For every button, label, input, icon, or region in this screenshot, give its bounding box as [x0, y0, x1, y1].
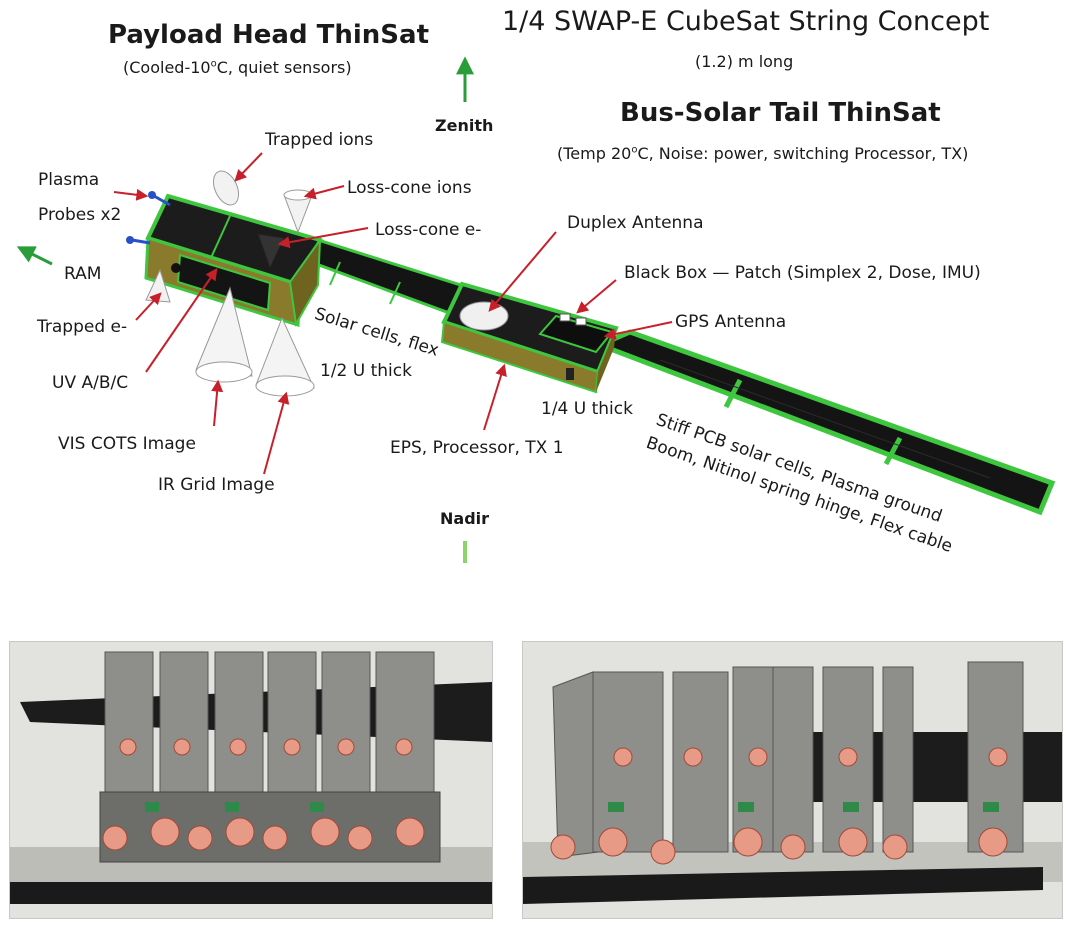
flex-solar-strip: [297, 238, 473, 316]
payload-head-subtitle: (Cooled-10oC, quiet sensors): [123, 58, 352, 77]
length-note: (1.2) m long: [695, 52, 794, 71]
label-vis-cots: VIS COTS Image: [58, 434, 196, 454]
label-duplex-antenna: Duplex Antenna: [567, 213, 704, 233]
annotation-arrows: [113, 152, 673, 475]
sensor-cones: [145, 170, 315, 397]
label-black-box: Black Box — Patch (Simplex 2, Dose, IMU): [624, 263, 981, 283]
photo-thinsats-stacked: [9, 641, 493, 919]
thinsat-string-diagram: [16, 56, 1056, 563]
nadir-label: Nadir: [440, 509, 490, 528]
ram-label: RAM: [64, 264, 102, 284]
payload-head-title: Payload Head ThinSat: [108, 20, 430, 50]
bus-tail-title: Bus-Solar Tail ThinSat: [620, 98, 941, 128]
label-ir-grid: IR Grid Image: [158, 475, 275, 495]
label-trapped-ions: Trapped ions: [265, 130, 374, 150]
label-plasma: Plasma: [38, 170, 100, 190]
zenith-label: Zenith: [435, 116, 494, 135]
label-gps-antenna: GPS Antenna: [675, 312, 787, 332]
label-half-u: 1/2 U thick: [320, 361, 412, 381]
label-probes: Probes x2: [38, 205, 122, 225]
plasma-probes: [126, 191, 171, 245]
solar-boom: [593, 329, 1056, 516]
bus-solar-tail-thinsat: [440, 281, 619, 394]
ram-arrow: [16, 246, 53, 266]
label-uv: UV A/B/C: [52, 373, 129, 393]
label-loss-cone-ions: Loss-cone ions: [347, 178, 472, 198]
payload-head-thinsat: [144, 193, 323, 328]
diagram-title: 1/4 SWAP-E CubeSat String Concept: [502, 6, 990, 37]
bus-tail-subtitle: (Temp 20oC, Noise: power, switching Proc…: [557, 144, 969, 163]
photo-thinsats-deployed: [522, 641, 1063, 919]
label-quarter-u: 1/4 U thick: [541, 399, 633, 419]
label-loss-cone-e: Loss-cone e-: [375, 220, 482, 240]
label-trapped-e: Trapped e-: [37, 317, 128, 337]
label-eps: EPS, Processor, TX 1: [390, 438, 564, 458]
